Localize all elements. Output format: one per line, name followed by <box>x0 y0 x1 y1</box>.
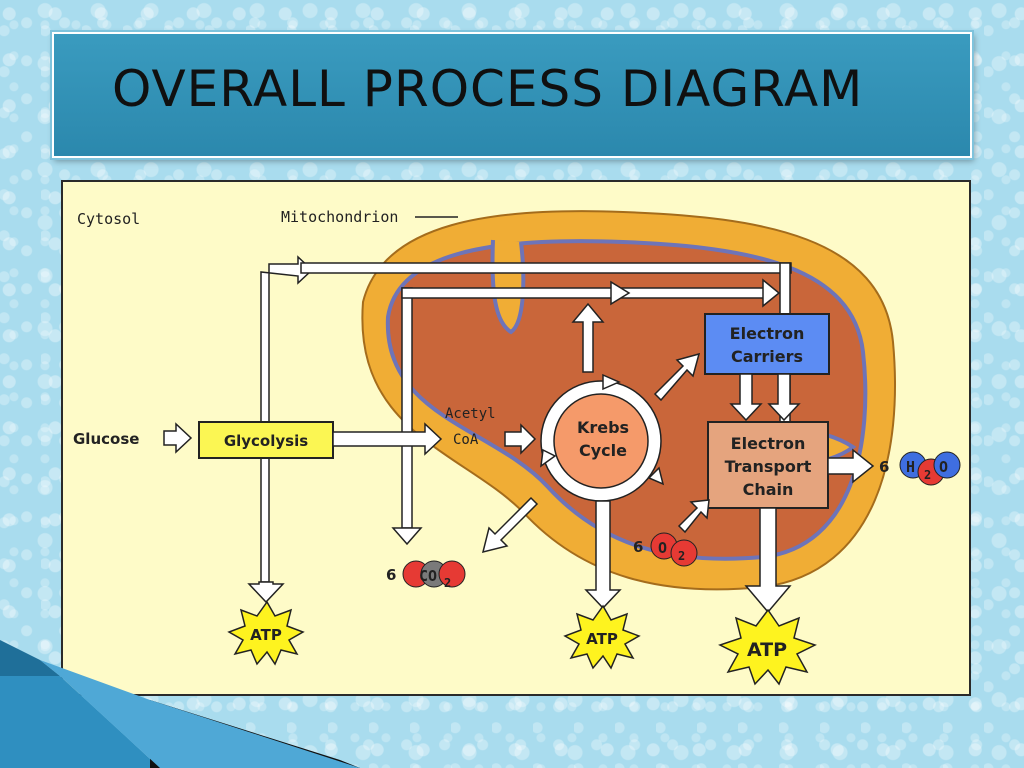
h2o-o: O <box>939 458 948 476</box>
arrow-glycolysis-acetyl <box>332 422 443 456</box>
etc-label-line1: Electron <box>731 434 806 453</box>
arrow-to-co2 <box>391 527 423 546</box>
corner-decoration <box>0 640 360 768</box>
etc-label-line2: Transport <box>725 457 812 476</box>
h2o-h: H <box>906 458 915 476</box>
co2-count: 6 <box>386 566 396 584</box>
krebs-label-line1: Krebs <box>577 418 629 437</box>
o2-sub: 2 <box>678 549 685 563</box>
atp-star-3 <box>718 608 817 686</box>
krebs-label-line2: Cycle <box>579 441 627 460</box>
etc-label-line3: Chain <box>743 480 794 499</box>
arrow-o2-to-etc <box>677 499 710 534</box>
krebs-cycle-core <box>553 393 649 489</box>
o2-molecule <box>670 539 698 567</box>
electron-carriers-label-line1: Electron <box>730 324 805 343</box>
arrow-krebs-to-co2 <box>481 496 539 554</box>
co2-molecule <box>438 560 466 588</box>
diagram-panel: Cytosol Mitochondrion Glucose Glycolysis… <box>61 180 971 696</box>
glycolysis-box <box>198 421 334 459</box>
electron-carriers-label-line2: Carriers <box>731 347 803 366</box>
mitochondrion-label: Mitochondrion <box>281 208 398 226</box>
o2-formula: O <box>658 539 667 557</box>
co2-sub: 2 <box>444 576 451 590</box>
arrow-acetyl-krebs <box>504 423 537 455</box>
arrow-krebs-to-carriers <box>653 352 701 402</box>
h2o-sub: 2 <box>924 468 931 482</box>
krebs-cycle-arrow <box>647 466 665 486</box>
title-banner: OVERALL PROCESS DIAGRAM <box>52 32 972 158</box>
arrow-krebs-to-atp <box>584 500 622 610</box>
glycolysis-label: Glycolysis <box>224 432 308 450</box>
arrow-krebs-up <box>571 302 605 373</box>
glucose-label: Glucose <box>73 430 139 448</box>
arrow-etc-to-atp <box>744 507 792 614</box>
o2-count: 6 <box>633 538 643 556</box>
electron-carriers-box <box>704 313 830 375</box>
arrow-etc-to-h2o <box>827 448 875 484</box>
krebs-cycle-arrow <box>602 373 621 391</box>
coa-label: CoA <box>453 432 479 448</box>
arrow-to-atp-1 <box>247 581 285 604</box>
arrow-carriers-to-etc-2 <box>767 373 801 422</box>
arrow-glucose-glycolysis <box>163 422 193 454</box>
slide-title: OVERALL PROCESS DIAGRAM <box>112 60 864 118</box>
atp-star-2 <box>563 604 641 670</box>
acetyl-label: Acetyl <box>445 406 496 422</box>
process-diagram: Cytosol Mitochondrion Glucose Glycolysis… <box>73 208 961 686</box>
atp-star-1 <box>227 600 305 666</box>
arrow-carriers-to-etc-1 <box>729 373 763 422</box>
cytosol-label: Cytosol <box>77 210 140 228</box>
atp-label-1: ATP <box>250 626 282 644</box>
co2-formula: CO <box>419 567 437 585</box>
h2o-count: 6 <box>879 458 889 476</box>
atp-label-2: ATP <box>586 630 618 648</box>
h2o-molecule <box>933 451 961 479</box>
krebs-cycle-arrow <box>540 448 557 468</box>
atp-label-3: ATP <box>747 639 787 661</box>
